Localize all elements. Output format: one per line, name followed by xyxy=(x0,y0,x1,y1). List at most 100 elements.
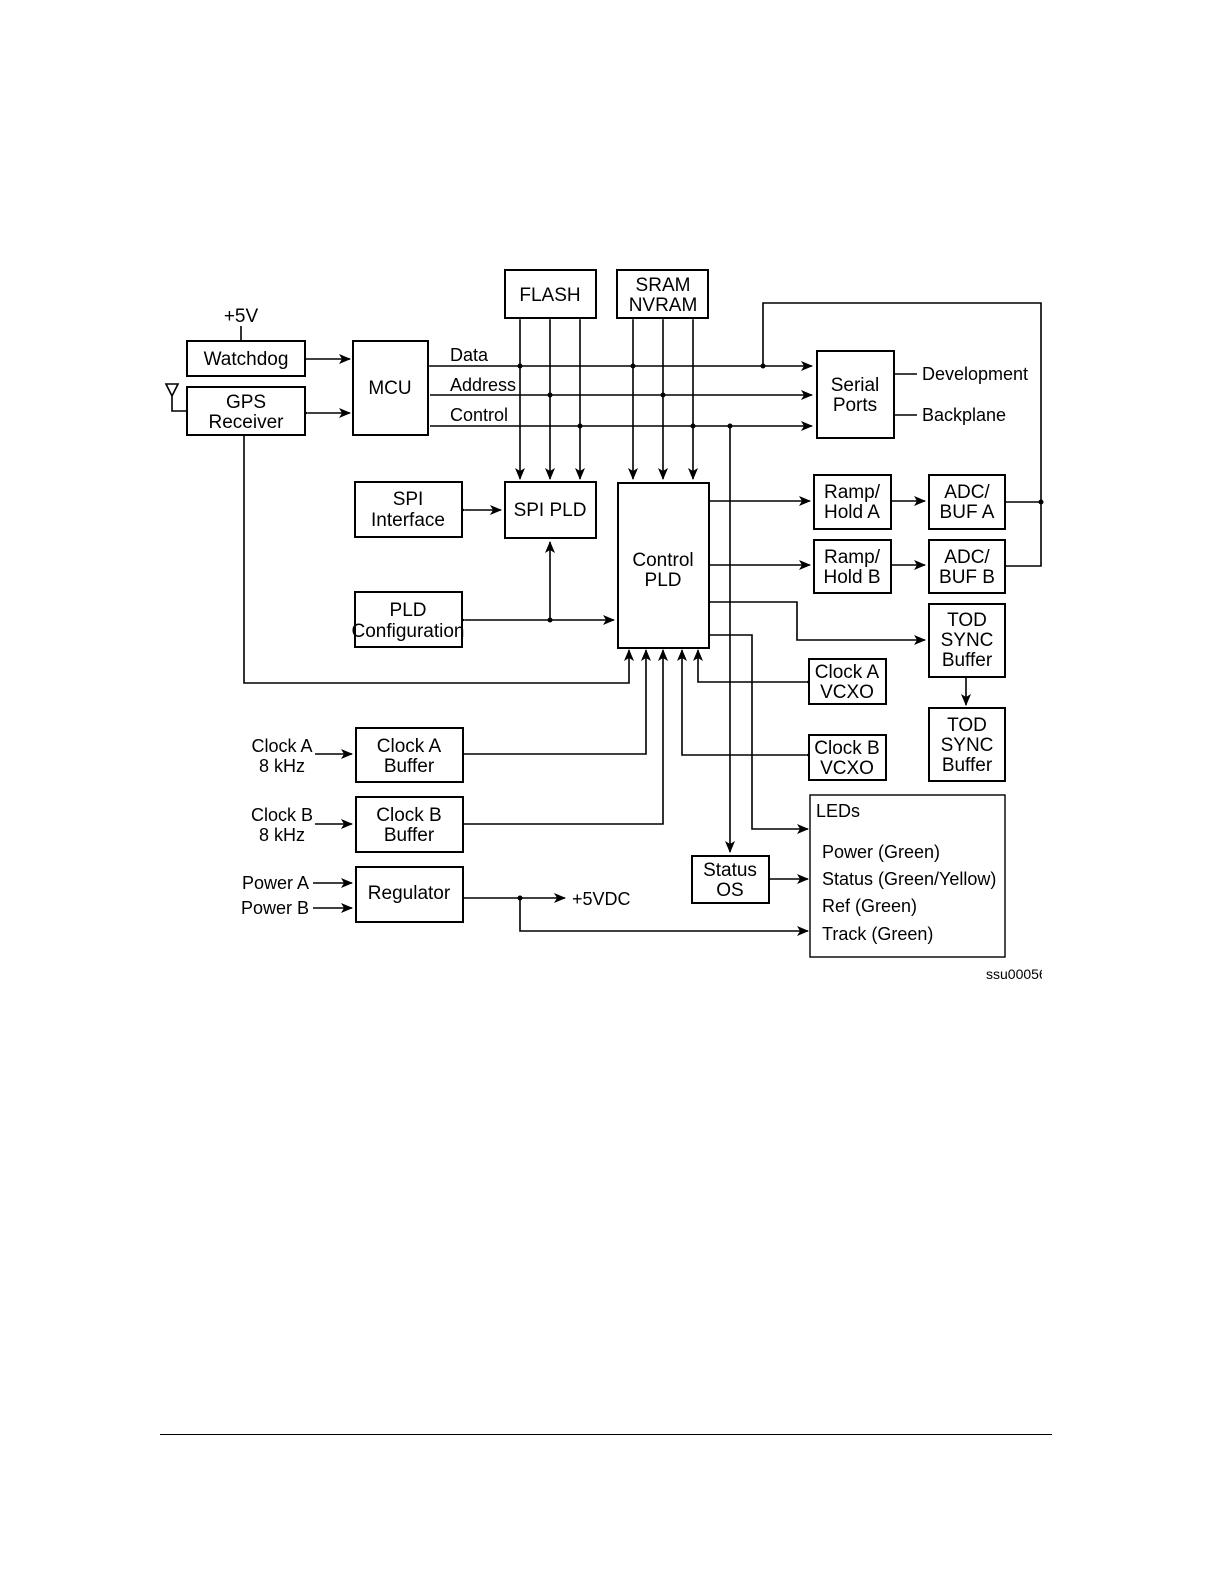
gps-label: GPS xyxy=(226,392,266,413)
tod1-label-2: SYNC xyxy=(941,630,994,651)
pld-configuration-block: PLD Configuration xyxy=(351,591,465,648)
data-bus-label: Data xyxy=(450,345,489,365)
serial-ports-block: Serial Ports xyxy=(816,350,895,439)
regulator-label: Regulator xyxy=(368,883,451,904)
adc-buf-a-block: ADC/ BUF A xyxy=(928,474,1006,530)
ramp-b-label-2: Hold B xyxy=(823,567,880,588)
spi-pld-block: SPI PLD xyxy=(504,481,597,539)
junction-dot xyxy=(577,423,583,429)
bus-wires xyxy=(419,302,1044,853)
clock-a-buffer-to-control-pld xyxy=(463,649,651,755)
clock-b-input-label-1: Clock B xyxy=(251,805,313,825)
clock-b-buffer-to-control-pld xyxy=(463,649,668,825)
interface-label: Interface xyxy=(371,510,445,531)
receiver-label: Receiver xyxy=(209,412,285,433)
adc-b-label-1: ADC/ xyxy=(944,547,990,568)
adc-a-label-2: BUF A xyxy=(940,502,995,523)
junction-dot xyxy=(660,392,666,398)
footer-rule xyxy=(160,1434,1052,1435)
control-pld-to-leds xyxy=(709,634,809,834)
tod1-label-1: TOD xyxy=(947,610,987,631)
clock-a-vcxo-block: Clock A VCXO xyxy=(808,658,887,705)
vcxo-b-to-control-pld xyxy=(677,649,817,760)
led-track: Track (Green) xyxy=(822,924,933,944)
spi-label: SPI xyxy=(393,489,424,510)
pld-config-label-1: PLD xyxy=(390,600,427,621)
clock-a-input-label-1: Clock A xyxy=(251,736,312,756)
flash-label: FLASH xyxy=(519,285,580,306)
adc-a-label-1: ADC/ xyxy=(944,482,990,503)
backplane-label: Backplane xyxy=(922,405,1006,425)
junction-dot xyxy=(517,895,523,901)
junction-dot xyxy=(1038,499,1044,505)
figure-id-clip: ssu00056 xyxy=(986,966,1047,982)
control-label: Control xyxy=(632,550,693,571)
junction-dot xyxy=(547,392,553,398)
tod1-label-3: Buffer xyxy=(942,650,993,671)
serial-label: Serial xyxy=(831,375,880,396)
junction-dot xyxy=(630,363,636,369)
ramp-b-label-1: Ramp/ xyxy=(824,547,881,568)
control-bus-label: Control xyxy=(450,405,508,425)
vcxo-b-label-1: Clock B xyxy=(814,738,879,759)
led-power: Power (Green) xyxy=(822,842,940,862)
spi-interface-block: SPI Interface xyxy=(354,481,463,538)
clock-b-input-label-2: 8 kHz xyxy=(259,825,305,845)
leds-panel: LEDs Power (Green) Status (Green/Yellow)… xyxy=(809,794,1006,958)
vcxo-a-label-2: VCXO xyxy=(820,682,874,703)
clk-a-buf-label-2: Buffer xyxy=(384,756,435,777)
adc-buf-b-block: ADC/ BUF B xyxy=(928,539,1006,594)
adc-data-feedback-line xyxy=(762,302,1042,567)
tod2-label-2: SYNC xyxy=(941,735,994,756)
clock-b-vcxo-block: Clock B VCXO xyxy=(808,734,887,781)
spi-pld-label: SPI PLD xyxy=(514,500,587,521)
tod-sync-buffer-block-1: TOD SYNC Buffer xyxy=(928,603,1006,678)
clock-a-buffer-block: Clock A Buffer xyxy=(355,727,464,783)
junction-dot xyxy=(690,423,696,429)
ports-label: Ports xyxy=(833,395,877,416)
mcu-label: MCU xyxy=(368,378,411,399)
flash-block: FLASH xyxy=(504,269,597,319)
regulator-block: Regulator xyxy=(355,866,464,923)
tod-sync-buffer-block-2: TOD SYNC Buffer xyxy=(928,707,1006,782)
regulator-to-leds xyxy=(519,898,809,936)
clock-b-buffer-block: Clock B Buffer xyxy=(355,796,464,853)
figure-id: ssu00056 xyxy=(986,966,1047,982)
led-status: Status (Green/Yellow) xyxy=(822,869,996,889)
watchdog-label: Watchdog xyxy=(204,349,289,370)
junction-dot xyxy=(517,363,523,369)
vcxo-a-label-1: Clock A xyxy=(815,662,880,683)
gps-receiver-block: GPS Receiver xyxy=(186,386,306,436)
control-pld-to-tod xyxy=(709,601,926,645)
sram-nvram-block: SRAM NVRAM xyxy=(616,269,709,319)
vcxo-b-label-2: VCXO xyxy=(820,758,874,779)
power-a-label: Power A xyxy=(242,873,309,893)
clock-a-input-label-2: 8 kHz xyxy=(259,756,305,776)
led-ref: Ref (Green) xyxy=(822,896,917,916)
adc-b-label-2: BUF B xyxy=(939,567,995,588)
junction-dot xyxy=(547,617,553,623)
pld-config-label-2: Configuration xyxy=(351,621,464,642)
address-bus-label: Address xyxy=(450,375,516,395)
development-label: Development xyxy=(922,364,1028,384)
status-os-block: Status OS xyxy=(691,855,770,904)
clk-b-buf-label-1: Clock B xyxy=(376,805,441,826)
pld-label: PLD xyxy=(645,570,682,591)
clk-a-buf-label-1: Clock A xyxy=(377,736,442,757)
tod2-label-3: Buffer xyxy=(942,755,993,776)
mcu-block: MCU xyxy=(352,340,429,436)
status-os-label-1: Status xyxy=(703,860,757,881)
ramp-hold-a-block: Ramp/ Hold A xyxy=(813,474,892,530)
nvram-label: NVRAM xyxy=(629,295,698,316)
signal-wires xyxy=(164,326,971,936)
gps-to-control-pld xyxy=(243,436,634,684)
power-b-label: Power B xyxy=(241,898,309,918)
plus5v-label: +5V xyxy=(224,306,259,327)
ramp-a-label-1: Ramp/ xyxy=(824,482,881,503)
clk-b-buf-label-2: Buffer xyxy=(384,825,435,846)
antenna-icon xyxy=(164,383,187,412)
watchdog-block: Watchdog xyxy=(186,340,306,377)
control-pld-block: Control PLD xyxy=(617,482,710,649)
leds-title: LEDs xyxy=(816,801,860,821)
